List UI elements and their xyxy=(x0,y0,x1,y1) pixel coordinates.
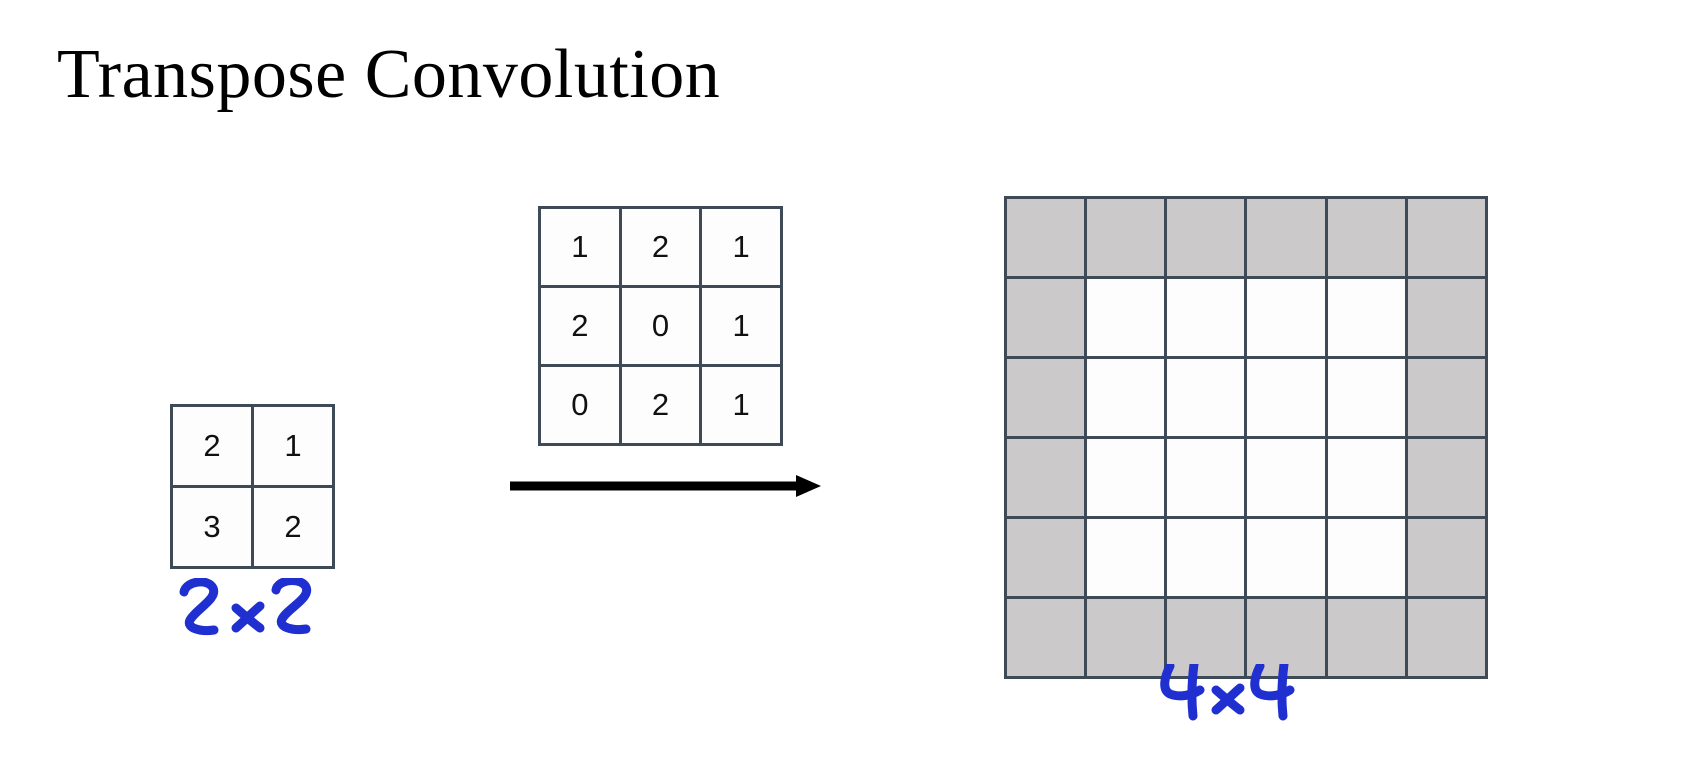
output-matrix xyxy=(1004,196,1488,679)
kernel-cell-r2-c0: 0 xyxy=(541,367,619,443)
output-cell-r0-c0 xyxy=(1007,199,1085,276)
handwritten-4x4-icon xyxy=(1160,659,1295,721)
output-cell-r2-c0 xyxy=(1007,359,1085,436)
right-arrow-icon xyxy=(510,475,821,497)
output-cell-r5-c4 xyxy=(1327,599,1405,676)
output-cell-r1-c4 xyxy=(1327,279,1405,356)
output-cell-r4-c1 xyxy=(1087,519,1165,596)
output-cell-r2-c4 xyxy=(1327,359,1405,436)
output-cell-r3-c1 xyxy=(1087,439,1165,516)
kernel-cell-r1-c2: 1 xyxy=(702,288,780,364)
output-cell-r0-c4 xyxy=(1327,199,1405,276)
handwritten-2x2-icon xyxy=(179,576,312,635)
output-cell-r3-c4 xyxy=(1327,439,1405,516)
kernel-cell-r1-c0: 2 xyxy=(541,288,619,364)
output-cell-r1-c0 xyxy=(1007,279,1085,356)
transform-arrow-container xyxy=(508,468,823,504)
output-cell-r2-c1 xyxy=(1087,359,1165,436)
output-cell-r1-c3 xyxy=(1247,279,1325,356)
kernel-cell-r0-c0: 1 xyxy=(541,209,619,285)
output-cell-r2-c3 xyxy=(1247,359,1325,436)
input-cell-r1-c1: 2 xyxy=(254,488,332,566)
output-cell-r3-c3 xyxy=(1247,439,1325,516)
output-cell-r4-c0 xyxy=(1007,519,1085,596)
output-cell-r5-c1 xyxy=(1087,599,1165,676)
output-cell-r1-c1 xyxy=(1087,279,1165,356)
output-cell-r4-c5 xyxy=(1407,519,1485,596)
output-cell-r5-c2 xyxy=(1167,599,1245,676)
page-title: Transpose Convolution xyxy=(57,36,721,113)
output-cell-r4-c4 xyxy=(1327,519,1405,596)
output-cell-r2-c5 xyxy=(1407,359,1485,436)
kernel-cell-r0-c2: 1 xyxy=(702,209,780,285)
output-cell-r3-c2 xyxy=(1167,439,1245,516)
output-cell-r0-c3 xyxy=(1247,199,1325,276)
output-cell-r0-c1 xyxy=(1087,199,1165,276)
input-cell-r0-c0: 2 xyxy=(173,407,251,485)
output-cell-r0-c2 xyxy=(1167,199,1245,276)
output-cell-r1-c2 xyxy=(1167,279,1245,356)
output-cell-r3-c0 xyxy=(1007,439,1085,516)
output-cell-r5-c5 xyxy=(1407,599,1485,676)
input-dimensions-annotation xyxy=(178,576,318,640)
kernel-cell-r2-c2: 1 xyxy=(702,367,780,443)
output-dimensions-annotation xyxy=(1160,659,1300,722)
output-cell-r0-c5 xyxy=(1407,199,1485,276)
output-cell-r2-c2 xyxy=(1167,359,1245,436)
kernel-cell-r0-c1: 2 xyxy=(621,209,700,285)
output-cell-r3-c5 xyxy=(1407,439,1485,516)
output-cell-r5-c0 xyxy=(1007,599,1085,676)
input-cell-r0-c1: 1 xyxy=(254,407,332,485)
kernel-cell-r1-c1: 0 xyxy=(621,288,700,364)
output-cell-r4-c3 xyxy=(1247,519,1325,596)
output-cell-r4-c2 xyxy=(1167,519,1245,596)
kernel-cell-r2-c1: 2 xyxy=(621,367,700,443)
input-cell-r1-c0: 3 xyxy=(173,488,251,566)
output-cell-r1-c5 xyxy=(1407,279,1485,356)
